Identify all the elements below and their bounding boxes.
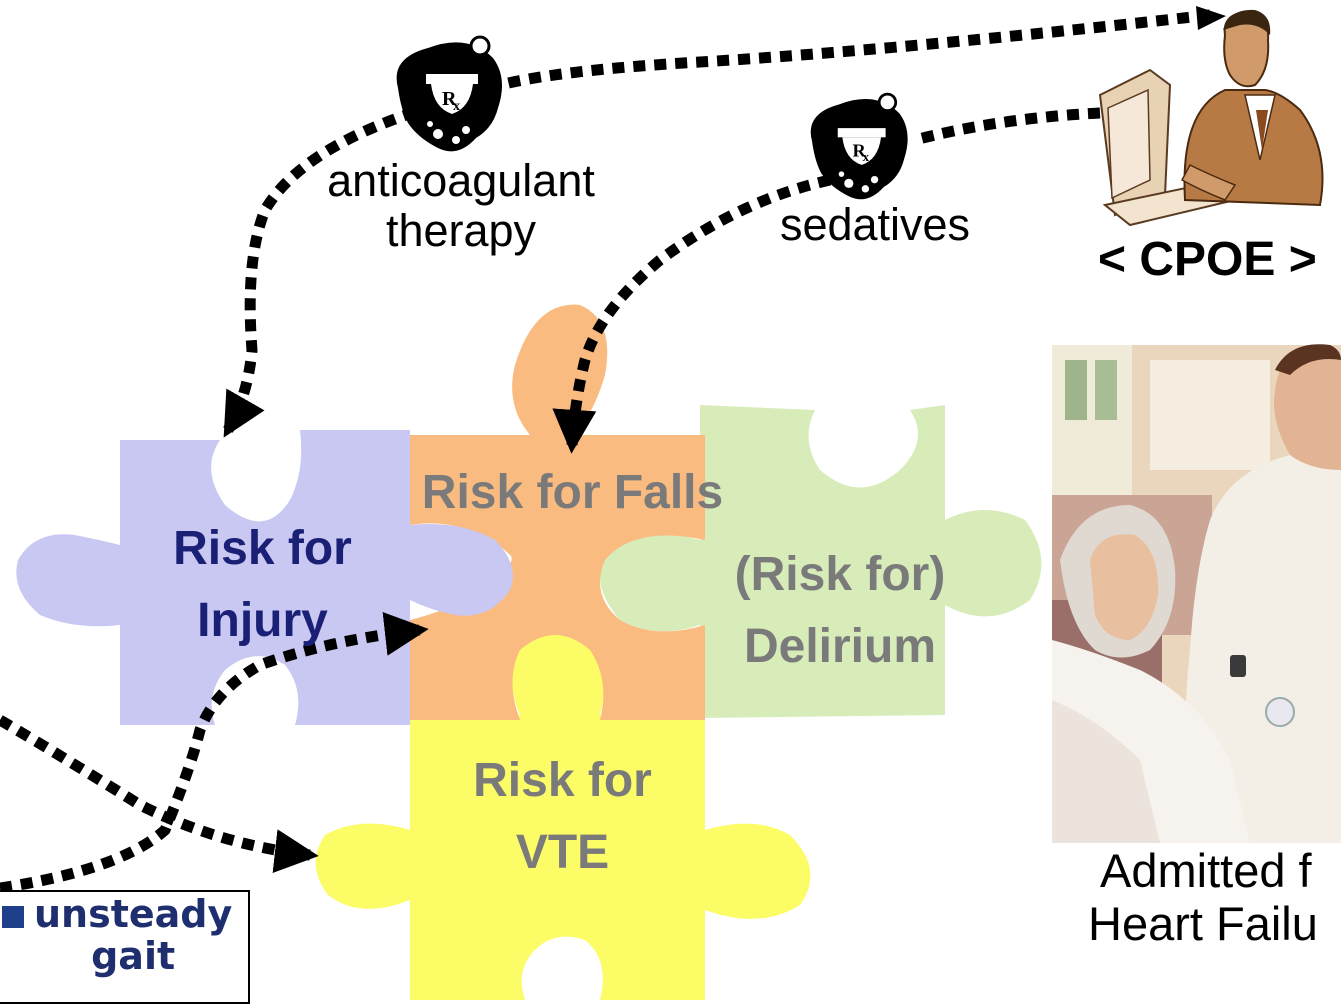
rx-mortar-pestle-icon: R x xyxy=(396,35,502,152)
piece-label-vte: Risk for VTE xyxy=(440,754,685,880)
gait-line-1: unsteady xyxy=(34,892,233,936)
falls-line-1: Risk for Falls xyxy=(421,466,724,519)
vte-line-2: VTE xyxy=(515,825,610,879)
unsteady-gait-text: unsteady gait xyxy=(34,892,233,978)
anticoagulant-line-1: anticoagulant xyxy=(327,155,595,206)
doctor-at-computer-icon xyxy=(1098,9,1324,227)
svg-text:x: x xyxy=(453,99,460,114)
gait-line-2: gait xyxy=(91,933,176,978)
puzzle-piece-delirium xyxy=(600,405,1042,718)
nurse-patient-photo xyxy=(1052,344,1341,843)
injury-line-2: Injury xyxy=(197,593,328,647)
delirium-line-1: (Risk for) xyxy=(734,548,946,601)
unsteady-gait-box: unsteady gait xyxy=(0,890,250,1004)
svg-text:R: R xyxy=(442,88,457,110)
svg-text:R: R xyxy=(852,141,866,161)
puzzle-piece-vte xyxy=(315,631,811,1000)
piece-label-falls: Risk for Falls xyxy=(400,466,745,520)
square-bullet-icon xyxy=(2,906,24,928)
arrow-left-to-vte xyxy=(0,715,319,873)
arrow-anticoagulant-to-injury xyxy=(223,106,417,438)
arrows xyxy=(0,9,1211,894)
piece-label-injury: Risk for Injury xyxy=(140,522,385,648)
puzzle-piece-falls xyxy=(410,304,705,720)
admitted-caption: Admitted f Heart Failu xyxy=(1088,844,1318,950)
admitted-line-1: Admitted f xyxy=(1100,844,1312,897)
arrow-cpoe-to-sedatives xyxy=(913,107,1101,146)
sedatives-label: sedatives xyxy=(779,199,971,250)
injury-line-1: Risk for xyxy=(173,522,352,575)
delirium-line-2: Delirium xyxy=(743,619,937,673)
piece-label-delirium: (Risk for) Delirium xyxy=(715,548,965,674)
cpoe-label: < CPOE > xyxy=(1098,233,1317,286)
arrow-cpoe-to-anticoagulant xyxy=(498,9,1211,91)
arrow-sedatives-to-falls xyxy=(552,174,832,454)
admitted-line-2: Heart Failu xyxy=(1088,896,1318,950)
arrow-gait-to-falls xyxy=(0,612,429,894)
vte-line-1: Risk for xyxy=(473,754,652,807)
anticoagulant-therapy-label: anticoagulant therapy xyxy=(316,155,606,257)
arrow-head-cpoe-top xyxy=(1196,6,1226,30)
rx-mortar-pestle-icon: R x xyxy=(810,92,908,200)
anticoagulant-line-2: therapy xyxy=(385,205,537,257)
svg-text:x: x xyxy=(863,150,870,164)
